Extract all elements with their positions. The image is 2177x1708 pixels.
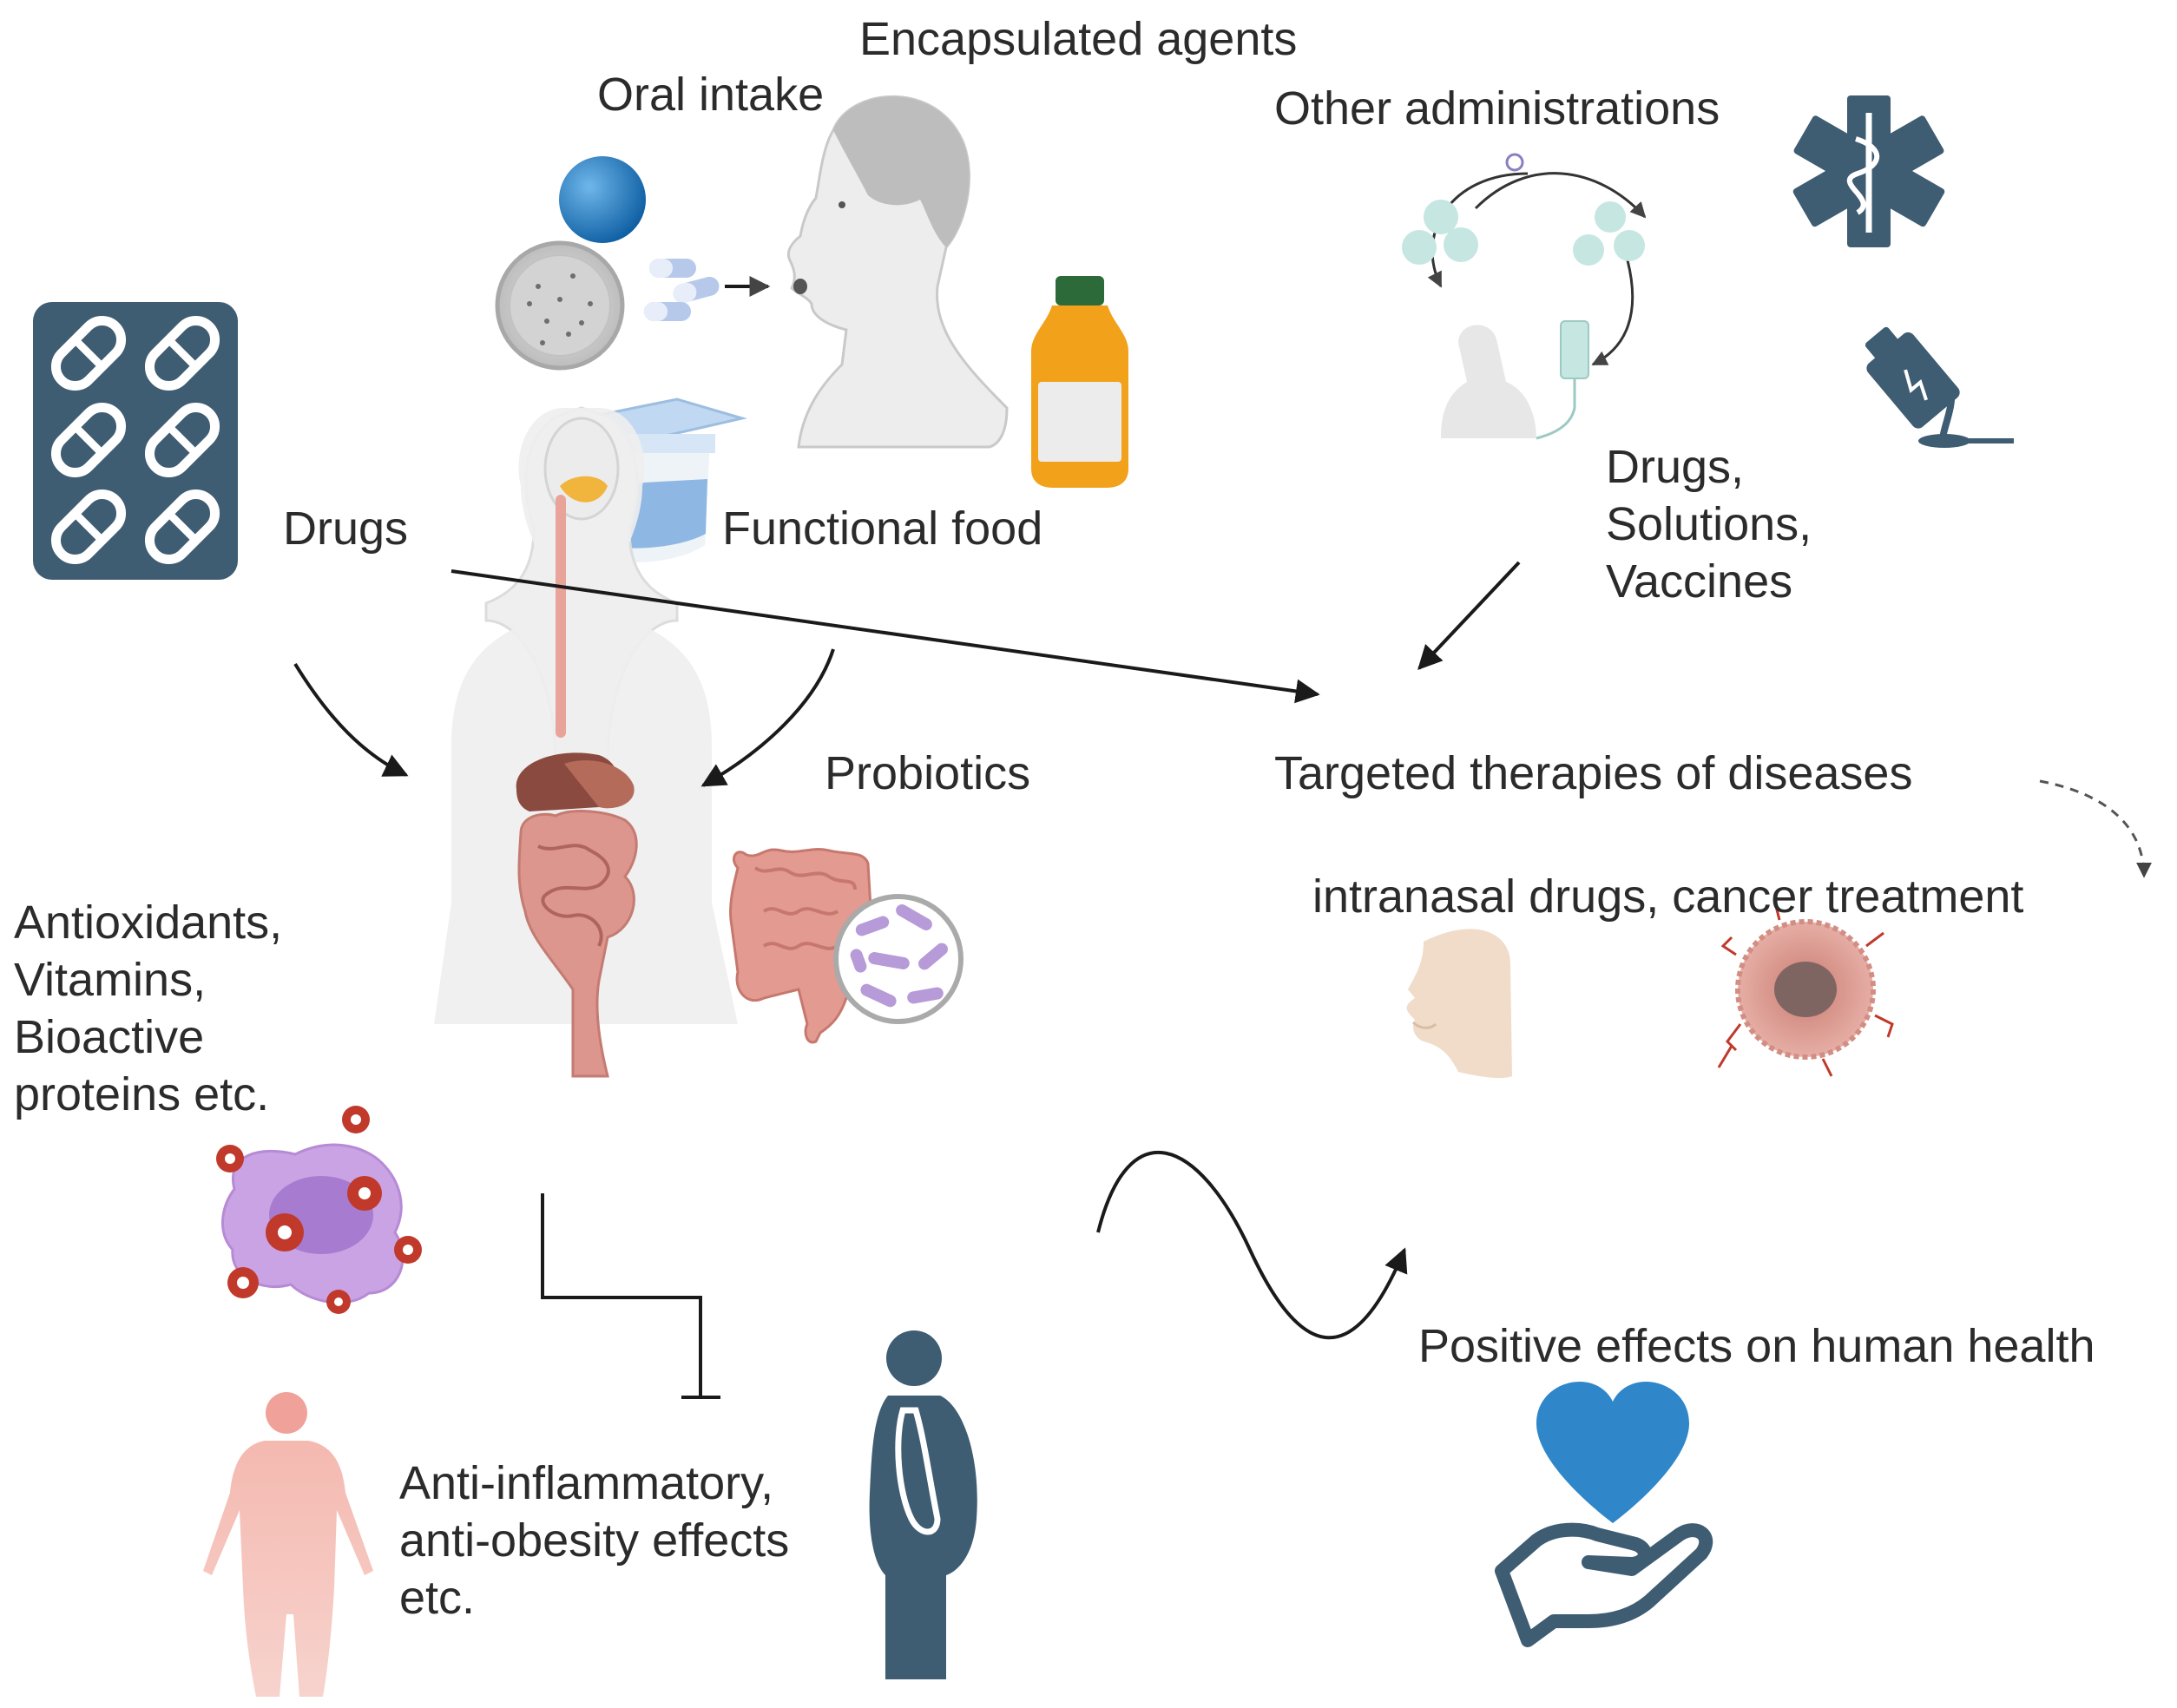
- petri-dish-icon: [495, 240, 625, 371]
- digestive-system-icon: [434, 406, 738, 1078]
- probiotics-label: Probiotics: [825, 747, 1031, 799]
- human-body-icon: [203, 1392, 373, 1697]
- oral-intake-label: Oral intake: [597, 69, 825, 121]
- antioxidants-label: Antioxidants, Vitamins, Bioactive protei…: [14, 897, 283, 1120]
- bacteria-zoom-icon: [833, 894, 964, 1024]
- intranasal-cancer-label: intranasal drugs, cancer treatment: [1312, 870, 2024, 923]
- heart-hand-icon: [1495, 1382, 1713, 1647]
- positive-effects-label: Positive effects on human health: [1418, 1320, 2095, 1372]
- human-head-icon: [786, 95, 1009, 449]
- connector-arrows: [293, 561, 1521, 1399]
- obese-person-icon: [869, 1330, 977, 1679]
- medical-star-icon: [1792, 95, 1945, 247]
- nose-profile-icon: [1406, 929, 1512, 1079]
- intestine-icon: [729, 848, 875, 1044]
- cancer-cell-icon: [1717, 902, 1894, 1077]
- encapsulated-agents-label: Encapsulated agents: [859, 13, 1298, 65]
- other-administrations-label: Other administrations: [1274, 82, 1720, 135]
- targeted-therapies-label: Targeted therapies of diseases: [1274, 747, 1913, 799]
- medicine-bottle-icon: [1865, 326, 2014, 448]
- pill-pack-icon: [33, 302, 238, 580]
- drugs-label: Drugs: [283, 503, 409, 555]
- anti-inflammatory-label: Anti-inflammatory, anti-obesity effects …: [399, 1457, 790, 1624]
- iv-cycle-icon: [1402, 153, 1647, 440]
- drugs-solutions-vaccines-label: Drugs, Solutions, Vaccines: [1606, 441, 1812, 608]
- inflamed-cell-icon: [216, 1106, 422, 1314]
- blue-sphere-icon: [559, 156, 646, 243]
- functional-food-label: Functional food: [722, 503, 1043, 555]
- juice-bottle-icon: [1031, 276, 1128, 488]
- dashed-connector: [2039, 779, 2152, 878]
- capsules-icon: [644, 259, 720, 321]
